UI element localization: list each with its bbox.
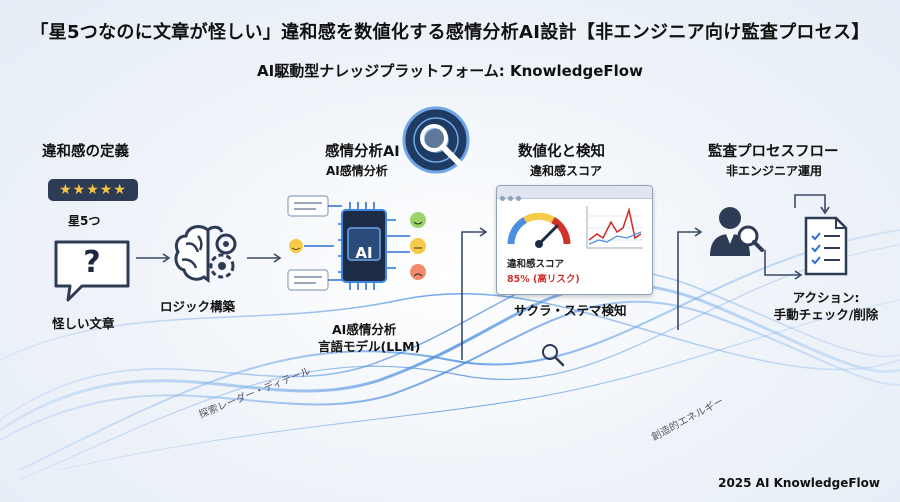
page-title: 「星5つなのに文章が怪しい」違和感を数値化する感情分析AI設計【非エンジニア向け… <box>30 22 870 43</box>
quantify-heading: 数値化と検知 <box>518 144 605 160</box>
checklist-icon <box>804 216 848 276</box>
score-label: 違和感スコア <box>507 259 565 270</box>
score-dashboard: 違和感スコア 85% (高リスク) <box>496 185 653 295</box>
suspicious-text-label: 怪しい文章 <box>52 316 115 331</box>
line-chart-icon <box>586 206 643 249</box>
radar-magnifier-icon <box>402 106 470 174</box>
sakura-detect-label: サクラ・ステマ検知 <box>514 303 627 318</box>
gauge-icon <box>507 212 571 248</box>
sentiment-ai-subheading: AI感情分析 <box>326 164 388 178</box>
magnifier-icon <box>542 344 565 367</box>
quantify-subheading: 違和感スコア <box>530 164 603 178</box>
ai-chip-icon <box>287 195 426 291</box>
window-dot-icon <box>500 196 505 201</box>
sentiment-ai-heading: 感情分析AI <box>325 144 400 160</box>
five-star-rating: ★★★★★ <box>48 179 138 201</box>
audit-flow-subheading: 非エンジニア運用 <box>726 164 823 178</box>
llm-label: 言語モデル(LLM) <box>318 339 421 354</box>
brain-gear-icon <box>174 225 237 283</box>
window-dot-icon <box>508 196 513 201</box>
logic-build-label: ロジック構築 <box>160 299 236 314</box>
manual-check-label: 手動チェック/削除 <box>773 307 879 322</box>
question-mark: ? <box>83 245 101 280</box>
flow-arrows <box>136 194 830 360</box>
window-dot-icon <box>516 196 521 201</box>
definition-heading: 違和感の定義 <box>42 144 129 160</box>
action-label: アクション: <box>792 290 860 305</box>
score-value: 85% (高リスク) <box>507 274 580 285</box>
page-subtitle: AI駆動型ナレッジプラットフォーム: KnowledgeFlow <box>257 62 643 80</box>
audit-flow-heading: 監査プロセスフロー <box>708 144 839 160</box>
energy-wave <box>0 229 900 481</box>
auditor-icon <box>710 207 764 256</box>
ai-sentiment-label: AI感情分析 <box>332 322 397 337</box>
rating-label: 星5つ <box>68 214 101 228</box>
speech-bubble-icon <box>54 240 130 302</box>
ai-chip-text: AI <box>355 244 373 262</box>
footer-credit: 2025 AI KnowledgeFlow <box>718 476 880 490</box>
window-title-bar <box>497 186 652 201</box>
